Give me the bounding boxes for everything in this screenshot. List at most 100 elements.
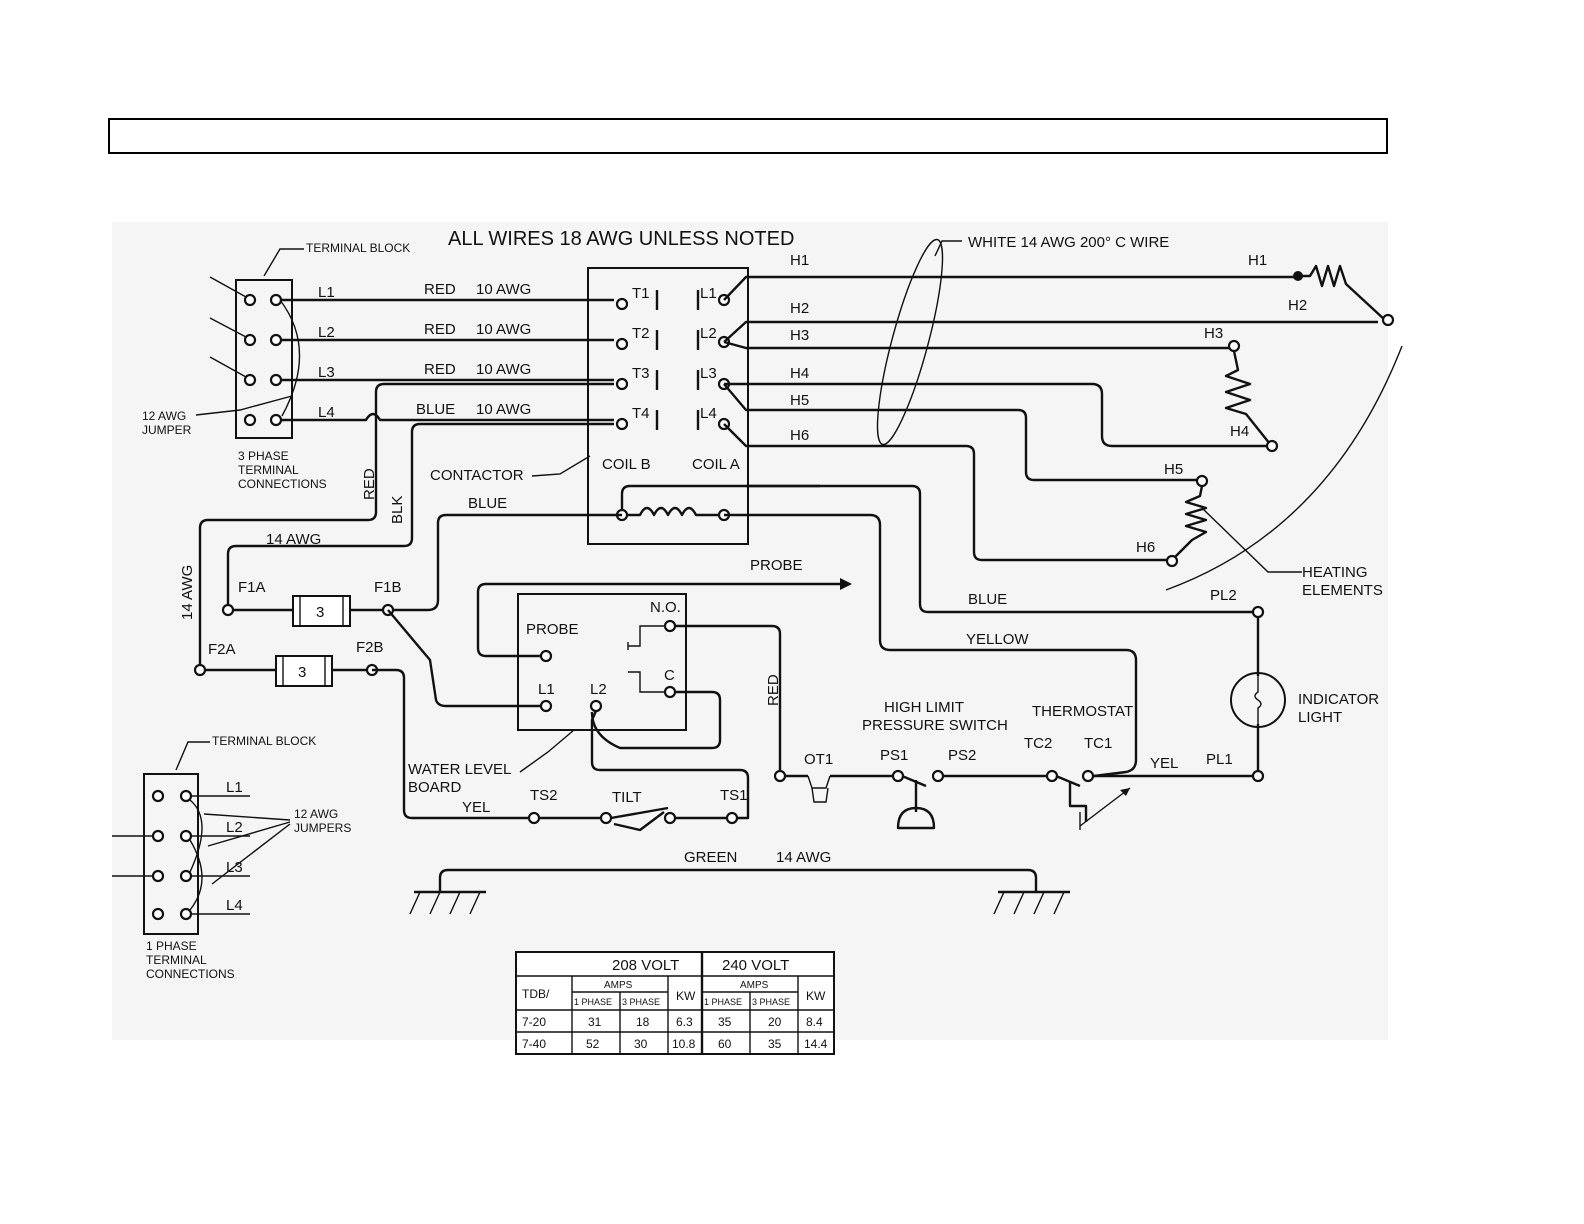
coil-b-label: COIL B bbox=[602, 456, 651, 473]
wlb-no-label: N.O. bbox=[650, 599, 681, 616]
tilt-switch bbox=[599, 806, 677, 832]
rating-table bbox=[515, 951, 835, 1055]
pl2-label: PL2 bbox=[1210, 587, 1237, 604]
wire-h1: H1 bbox=[790, 252, 809, 269]
terminal-f1a bbox=[221, 603, 235, 617]
supply-lines bbox=[281, 298, 614, 422]
tb3-l4: L4 bbox=[318, 404, 335, 421]
wire-gauge-3: 10 AWG bbox=[476, 361, 531, 378]
tb1-caption-3: CONNECTIONS bbox=[146, 967, 235, 981]
table-row2-kw-240: 14.4 bbox=[804, 1037, 828, 1051]
wlb-probe-label: PROBE bbox=[526, 621, 579, 638]
table-row2-a3-240: 35 bbox=[768, 1037, 782, 1051]
fuse-wiring bbox=[198, 382, 622, 672]
wire-h4: H4 bbox=[790, 365, 809, 382]
tb1-jumper-leaders bbox=[203, 813, 291, 885]
indicator-label-1: INDICATOR bbox=[1298, 691, 1379, 708]
table-amps-240: AMPS bbox=[740, 980, 769, 991]
ot1-label: OT1 bbox=[804, 751, 833, 768]
wire-yel-thermostat: YEL bbox=[1150, 755, 1178, 772]
terminal-pl2 bbox=[1251, 605, 1265, 619]
note-all-wires: ALL WIRES 18 AWG UNLESS NOTED bbox=[448, 228, 794, 250]
table-1ph-240: 1 PHASE bbox=[704, 997, 742, 1007]
wire-h6: H6 bbox=[790, 427, 809, 444]
element-h2: H2 bbox=[1288, 297, 1307, 314]
tb3-leader bbox=[263, 248, 304, 277]
contactor-label: CONTACTOR bbox=[430, 467, 524, 484]
coil-a-label: COIL A bbox=[692, 456, 740, 473]
tb3-caption-1: 3 PHASE bbox=[238, 449, 289, 463]
wire-blue-pl2: BLUE bbox=[968, 591, 1007, 608]
table-amps-208: AMPS bbox=[604, 980, 633, 991]
pressure-switch-label-2: PRESSURE SWITCH bbox=[862, 717, 1008, 734]
terminal-pl1 bbox=[1251, 769, 1265, 783]
table-3ph-240: 3 PHASE bbox=[752, 997, 790, 1007]
white-wire-leader bbox=[934, 240, 962, 257]
tb3-jumper bbox=[279, 299, 301, 417]
contactor-l1: L1 bbox=[700, 285, 717, 302]
element-h1: H1 bbox=[1248, 252, 1267, 269]
terminal-block-3ph bbox=[235, 279, 293, 439]
wire-gauge-4: 10 AWG bbox=[476, 401, 531, 418]
wlb-l2-label: L2 bbox=[590, 681, 607, 698]
pressure-switch bbox=[891, 769, 945, 830]
fuse-1-rating: 3 bbox=[316, 604, 324, 621]
fuse-f2a-label: F2A bbox=[208, 641, 236, 658]
wire-color-blue-1: BLUE bbox=[416, 401, 455, 418]
wire-green: GREEN bbox=[684, 849, 737, 866]
wlb-label-2: BOARD bbox=[408, 779, 462, 796]
tb1-terminals bbox=[151, 789, 193, 921]
tb1-supply-leads bbox=[112, 835, 153, 877]
wire-color-red-2: RED bbox=[424, 321, 456, 338]
wlb-wiring bbox=[387, 582, 840, 820]
wire-red-vertical: RED bbox=[361, 468, 378, 500]
contactor-contacts bbox=[615, 290, 731, 431]
terminal-block-1ph bbox=[143, 773, 199, 935]
water-level-board bbox=[517, 593, 687, 731]
wire-h3: H3 bbox=[790, 327, 809, 344]
wire-color-red-3: RED bbox=[424, 361, 456, 378]
table-row1-a3-240: 20 bbox=[768, 1015, 782, 1029]
table-240-volt: 240 VOLT bbox=[722, 957, 789, 974]
table-model-header: TDB/ bbox=[522, 987, 550, 1001]
tb3-l2: L2 bbox=[318, 324, 335, 341]
wlb-label-1: WATER LEVEL bbox=[408, 761, 511, 778]
table-row2-model: 7-40 bbox=[522, 1037, 546, 1051]
wire-gauge-2: 10 AWG bbox=[476, 321, 531, 338]
tb3-caption-2: TERMINAL bbox=[238, 463, 299, 477]
title-box bbox=[108, 118, 1388, 154]
terminal-f2a bbox=[193, 663, 207, 677]
terminal-ot1-left bbox=[773, 769, 787, 783]
table-row2-a1-240: 60 bbox=[718, 1037, 732, 1051]
table-row1-kw-208: 6.3 bbox=[676, 1015, 693, 1029]
tb1-l4: L4 bbox=[226, 897, 243, 914]
tb3-supply-leads bbox=[209, 276, 247, 378]
tb1-caption-2: TERMINAL bbox=[146, 953, 207, 967]
heating-elements-label-2: ELEMENTS bbox=[1302, 582, 1383, 599]
tb1-jumpers bbox=[189, 799, 203, 911]
tb3-jumper-label-2: JUMPER bbox=[142, 423, 192, 437]
table-row2-a3-208: 30 bbox=[634, 1037, 648, 1051]
ps1-label: PS1 bbox=[880, 747, 908, 764]
pl1-label: PL1 bbox=[1206, 751, 1233, 768]
tb3-jumper-leader bbox=[195, 395, 293, 416]
tb1-l2: L2 bbox=[226, 819, 243, 836]
indicator-label-2: LIGHT bbox=[1298, 709, 1342, 726]
heating-elements-leader bbox=[1201, 507, 1302, 573]
thermostat-label: THERMOSTAT bbox=[1032, 703, 1133, 720]
note-white-wire: WHITE 14 AWG 200° C WIRE bbox=[968, 234, 1169, 251]
element-h5: H5 bbox=[1164, 461, 1183, 478]
table-row1-model: 7-20 bbox=[522, 1015, 546, 1029]
fuse-f1b-label: F1B bbox=[374, 579, 402, 596]
wlb-leader bbox=[519, 729, 575, 773]
ts1-label: TS1 bbox=[720, 787, 748, 804]
fuse-2-rating: 3 bbox=[298, 664, 306, 681]
tb1-jumper-label-1: 12 AWG bbox=[294, 807, 338, 821]
diagram-background bbox=[112, 222, 1388, 1040]
wire-color-red-1: RED bbox=[424, 281, 456, 298]
table-row1-a1-240: 35 bbox=[718, 1015, 732, 1029]
contactor-l4: L4 bbox=[700, 405, 717, 422]
table-row2-kw-208: 10.8 bbox=[672, 1037, 696, 1051]
wire-yel-tilt: YEL bbox=[462, 799, 490, 816]
heating-elements bbox=[1165, 264, 1403, 591]
